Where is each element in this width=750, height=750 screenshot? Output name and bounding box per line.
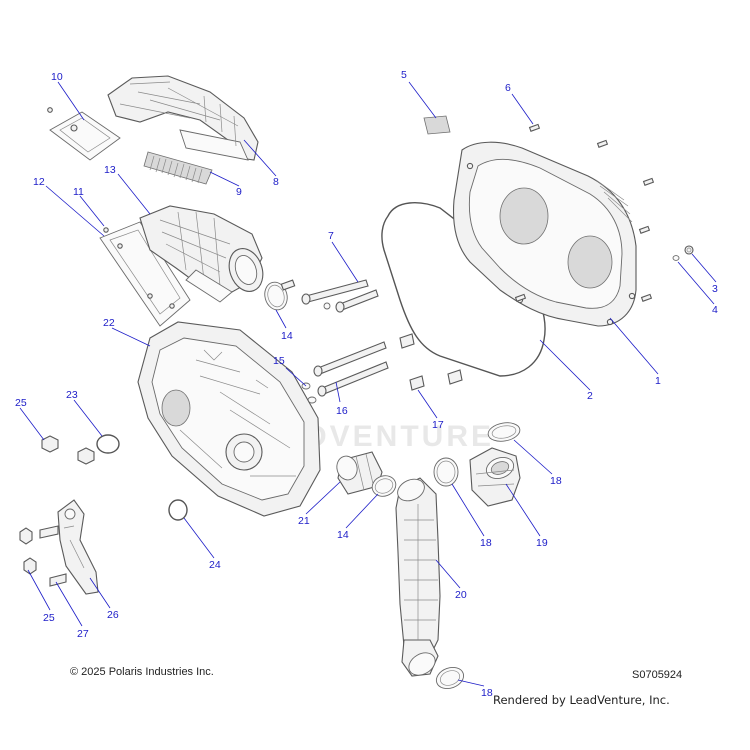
leader-10: [57, 81, 85, 121]
callout-10[interactable]: 10: [51, 71, 63, 83]
bolt-bracket-part: [49, 573, 67, 587]
plate-access-part: [47, 107, 121, 161]
plug-part: [684, 245, 694, 255]
callout-14-upper[interactable]: 14: [281, 330, 293, 342]
duct-outlet-part: [395, 477, 441, 677]
leader-27: [55, 581, 83, 627]
screw-cover-part: [514, 123, 655, 302]
callout-27[interactable]: 27: [77, 628, 89, 640]
diagram-id-text: S0705924: [632, 669, 682, 681]
leader-14-lower: [345, 493, 379, 529]
leader-6: [511, 93, 534, 125]
leader-3: [691, 253, 717, 283]
callout-7[interactable]: 7: [328, 230, 334, 242]
leader-5: [408, 81, 437, 119]
callout-20[interactable]: 20: [455, 589, 467, 601]
callout-2[interactable]: 2: [587, 390, 593, 402]
leader-24: [183, 517, 215, 559]
clamp-b-part: [433, 422, 521, 689]
clamp-a-upper-part: [264, 279, 296, 311]
leader-23: [73, 399, 103, 437]
leader-17: [417, 389, 438, 419]
leader-13: [117, 173, 151, 215]
leader-lines: [19, 81, 717, 687]
leader-7: [331, 241, 359, 283]
callout-26[interactable]: 26: [107, 609, 119, 621]
callout-23[interactable]: 23: [66, 389, 78, 401]
leader-16: [335, 381, 341, 403]
leader-18-bottom: [457, 679, 485, 687]
leader-21: [305, 481, 341, 515]
leader-8: [243, 139, 277, 177]
leader-11: [79, 195, 105, 227]
callout-18-middle[interactable]: 18: [480, 537, 492, 549]
leader-20: [435, 559, 461, 589]
gasket-plate-part: [99, 221, 191, 327]
copyright-text: © 2025 Polaris Industries Inc.: [70, 666, 214, 678]
callout-13[interactable]: 13: [104, 164, 116, 176]
leader-4: [677, 261, 715, 305]
cover-inner-part: [137, 321, 321, 517]
callout-24[interactable]: 24: [209, 559, 221, 571]
bolt-inner-part: [313, 341, 389, 397]
callout-3[interactable]: 3: [712, 283, 718, 295]
o-ring-large-part: [96, 434, 120, 454]
bolt-long-part: [301, 279, 379, 313]
bracket-mount-part: [39, 499, 99, 595]
callout-25-lower[interactable]: 25: [43, 612, 55, 624]
cover-outer-part: [453, 141, 637, 327]
coupler-duct-part: [469, 447, 521, 507]
leader-15: [285, 367, 307, 387]
clamp-a-lower-part: [371, 475, 397, 497]
callout-11[interactable]: 11: [73, 186, 84, 198]
callout-1[interactable]: 1: [655, 375, 661, 387]
callout-4[interactable]: 4: [712, 304, 718, 316]
leader-22: [111, 327, 151, 347]
duct-inlet-part: [139, 205, 264, 303]
callout-21[interactable]: 21: [298, 515, 310, 527]
callout-22[interactable]: 22: [103, 317, 115, 329]
leader-14-upper: [275, 309, 287, 329]
seal-ring-part: [168, 499, 188, 521]
leader-1: [609, 317, 659, 375]
leader-19: [505, 483, 541, 537]
callout-8[interactable]: 8: [273, 176, 279, 188]
callout-5[interactable]: 5: [401, 69, 407, 81]
leader-2: [539, 339, 591, 391]
seal-large-part: [381, 202, 546, 377]
callout-labels: 10 5 6 8 9 13 11 12 7 14 3 4 22 1 2 15 1…: [15, 69, 718, 699]
callout-14-lower[interactable]: 14: [337, 529, 349, 541]
rendered-by-text: Rendered by LeadVenture, Inc.: [493, 693, 670, 707]
callout-18-bottom[interactable]: 18: [481, 687, 493, 699]
leader-25-lower: [27, 569, 51, 611]
callout-6[interactable]: 6: [505, 82, 511, 94]
callout-18-right[interactable]: 18: [550, 475, 562, 487]
nut-flange-part: [19, 435, 95, 575]
callout-25-upper[interactable]: 25: [15, 397, 27, 409]
leader-18-middle: [451, 483, 485, 537]
callout-9[interactable]: 9: [236, 186, 242, 198]
callout-16[interactable]: 16: [336, 405, 348, 417]
leader-9: [209, 171, 240, 187]
callout-12[interactable]: 12: [33, 176, 45, 188]
leader-25-upper: [19, 407, 45, 441]
duct-upper-part: [107, 75, 259, 161]
screw-flange-part: [399, 333, 463, 391]
callout-19[interactable]: 19: [536, 537, 548, 549]
leader-26: [89, 577, 111, 609]
leader-12: [45, 185, 105, 237]
callout-15[interactable]: 15: [273, 355, 285, 367]
callout-17[interactable]: 17: [432, 419, 444, 431]
screen-filter-part: [143, 151, 213, 185]
o-ring-small-part: [672, 255, 680, 261]
decal-part: [423, 115, 451, 135]
leader-18-right: [513, 439, 553, 475]
